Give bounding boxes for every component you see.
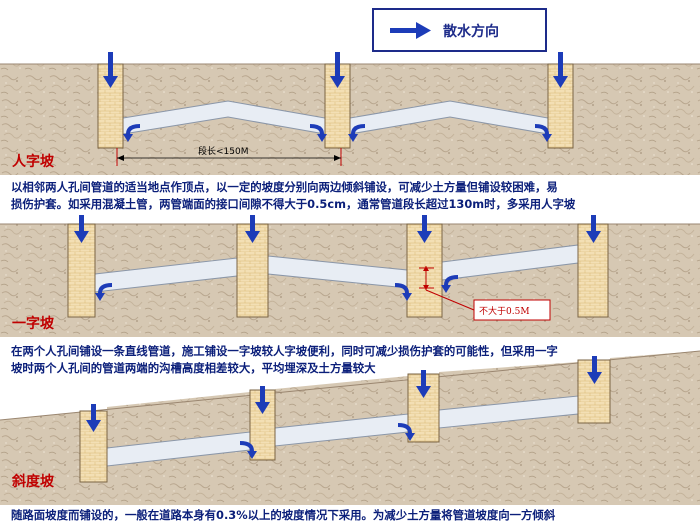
section-herringbone-slope: 段长<150M 人字坡 以相邻两人孔间管道的适当地点作顶点，以一定的坡度分别向两… xyxy=(0,52,700,211)
drainage-down-arrow-icon xyxy=(74,215,89,243)
flow-arrow-icon xyxy=(534,124,549,137)
flow-arrow-icon xyxy=(126,124,141,137)
description-line-1: 随路面坡度而铺设的，一般在道路本身有0.3%以上的坡度情况下采用。为减少土方量将… xyxy=(11,508,556,522)
dimension-line xyxy=(116,148,342,166)
section-gradient-slope: 斜度坡 随路面坡度而铺设的，一般在道路本身有0.3%以上的坡度情况下采用。为减少… xyxy=(0,350,700,522)
description-line-1: 在两个人孔间铺设一条直线管道，施工铺设一字坡较人字坡便利，同时可减少损伤护套的可… xyxy=(11,344,558,358)
flow-arrow-icon xyxy=(394,283,409,296)
legend: 散水方向 xyxy=(372,8,547,52)
description-line-1: 以相邻两人孔间管道的适当地点作顶点，以一定的坡度分别向两边倾斜铺设，可减少土方量… xyxy=(11,180,558,194)
flow-arrow-icon xyxy=(444,275,459,288)
dimension-label: 段长<150M xyxy=(198,145,249,157)
gap-indicator xyxy=(419,266,475,311)
drainage-down-arrow-icon xyxy=(553,52,568,88)
drainage-down-arrow-icon xyxy=(86,404,101,432)
description-line-2: 坡时两个人孔间的管道两端的沟槽高度相差较大，平均埋深及土方量较大 xyxy=(11,361,376,375)
flow-arrow-icon xyxy=(351,124,366,137)
description-line-2: 损伤护套。如采用混凝土管，两管端面的接口间隙不得大于0.5cm，通常管道段长超过… xyxy=(11,197,576,211)
drainage-down-arrow-icon xyxy=(330,52,345,88)
manhole xyxy=(407,373,440,443)
drainage-down-arrow-icon xyxy=(245,215,260,243)
note-label: 不大于0.5M xyxy=(479,305,530,317)
legend-arrow-icon xyxy=(390,22,431,39)
drainage-down-arrow-icon xyxy=(416,370,431,398)
drainage-down-arrow-icon xyxy=(255,386,270,414)
flow-arrow-icon xyxy=(98,283,113,296)
drainage-down-arrow-icon xyxy=(587,356,602,384)
note-box xyxy=(473,299,551,321)
drainage-down-arrow-icon xyxy=(586,215,601,243)
section-straight-slope: 不大于0.5M 一字坡 在两个人孔间铺设一条直线管道，施工铺设一字坡较人字坡便利… xyxy=(0,215,700,375)
slope-type-label: 斜度坡 xyxy=(11,473,55,490)
slope-type-label: 人字坡 xyxy=(12,153,55,170)
drainage-down-arrow-icon xyxy=(103,52,118,88)
flow-arrow-icon xyxy=(239,441,254,454)
flow-arrow-icon xyxy=(397,423,412,436)
drainage-down-arrow-icon xyxy=(417,215,432,243)
legend-label: 散水方向 xyxy=(443,23,499,40)
slope-type-label: 一字坡 xyxy=(12,315,55,332)
flow-arrow-icon xyxy=(309,124,324,137)
